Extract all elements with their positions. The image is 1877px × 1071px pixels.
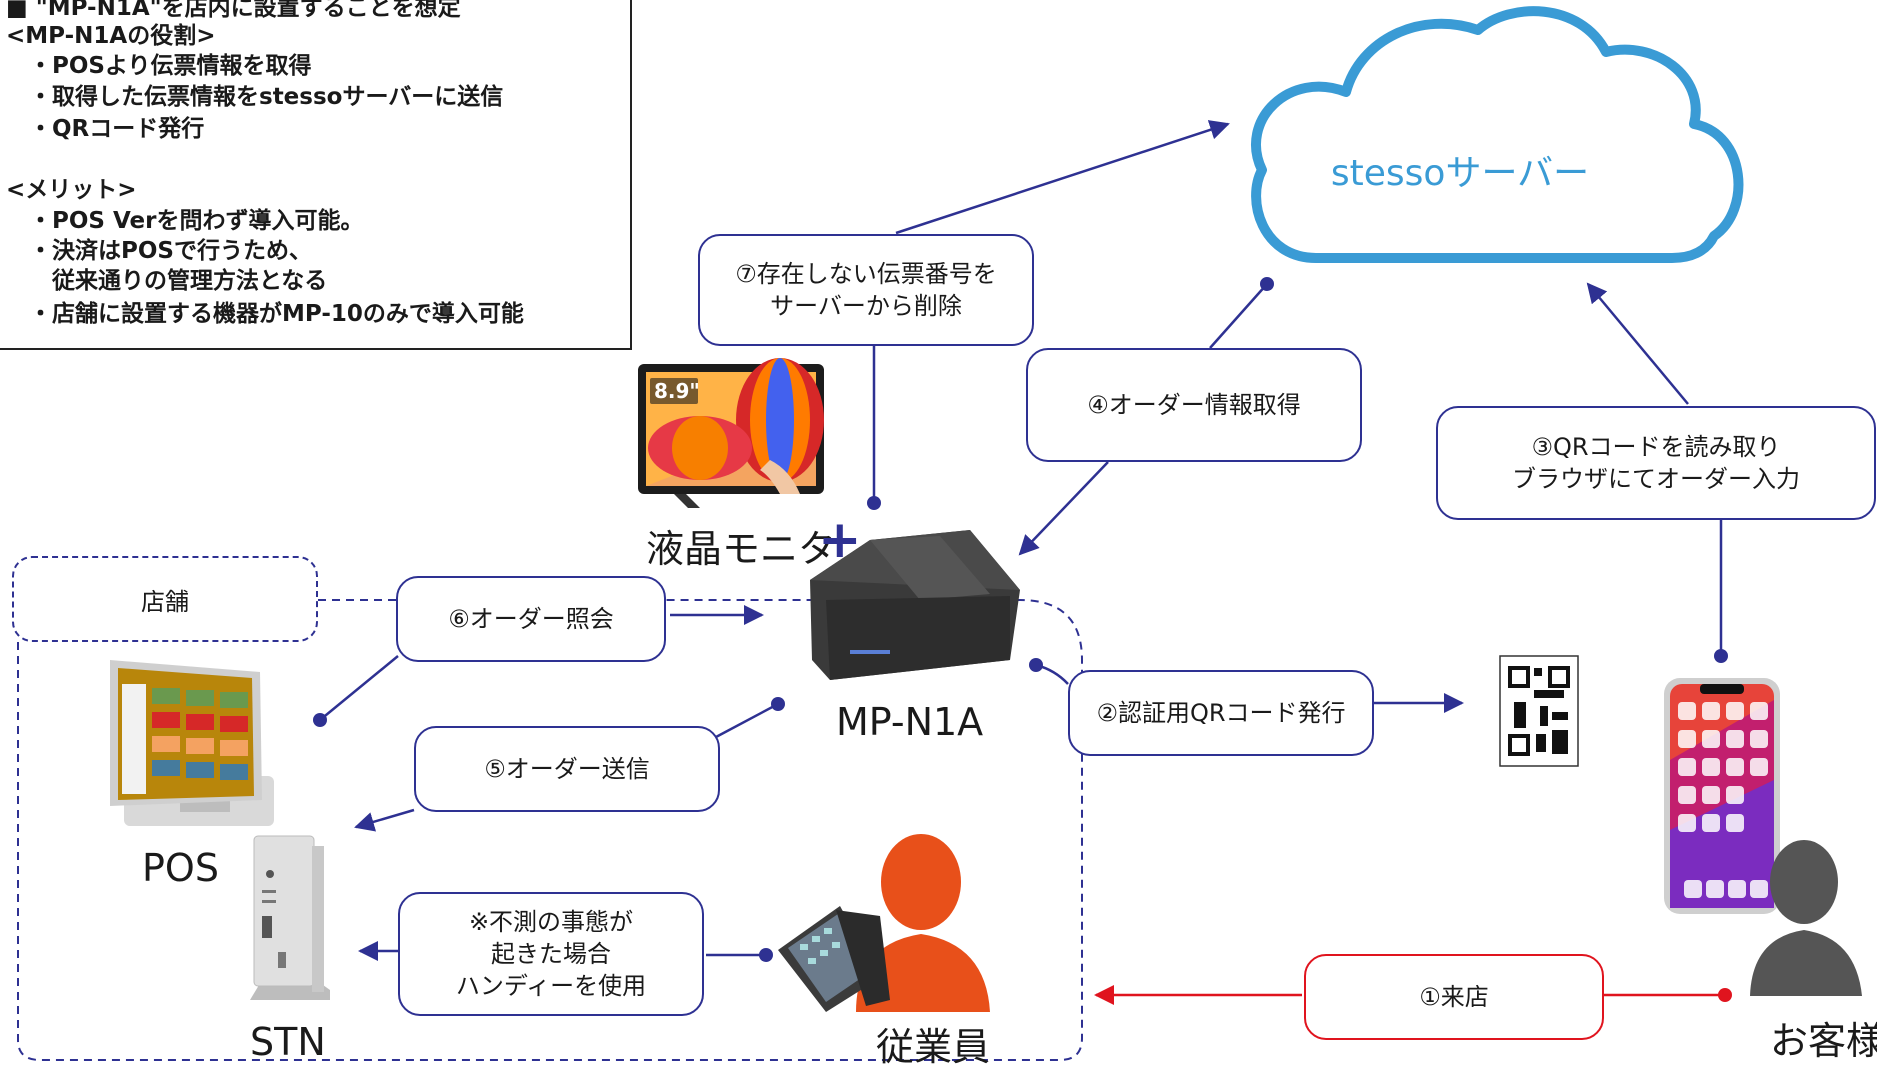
note-read-qr: ③QRコードを読み取り ブラウザにてオーダー入力 — [1436, 406, 1876, 520]
plus-icon: + — [818, 510, 862, 570]
dot-mpn1a-2 — [771, 697, 785, 711]
stn-server-image — [250, 835, 330, 1000]
label-staff: 従業員 — [876, 1025, 991, 1069]
store-area-border — [17, 599, 1083, 1061]
note-send-order: ⑤オーダー送信 — [414, 726, 720, 812]
info-box: ■ "MP-N1A"を店内に設置することを想定 <MP-N1Aの役割> ・POS… — [0, 0, 632, 350]
label-lcd-monitor: 液晶モニタ — [646, 527, 837, 571]
info-line: ・POS Verを問わず導入可能。 — [6, 208, 364, 234]
qr-code-image — [1499, 655, 1579, 767]
visit-connector — [1094, 985, 1732, 1005]
dot-monitor — [867, 496, 881, 510]
note-visit: ①来店 — [1304, 954, 1604, 1040]
info-line: ■ "MP-N1A"を店内に設置することを想定 — [6, 0, 461, 21]
mp-n1a-device-image — [810, 530, 1020, 680]
dot-cloud — [1260, 277, 1274, 291]
store-label: 店舗 — [141, 587, 189, 616]
line-pos-to-6 — [319, 655, 399, 721]
line-mpn1a-to-5 — [715, 702, 779, 739]
staff-person-icon — [856, 834, 990, 1012]
arrow-4-to-mpn1a — [1018, 461, 1109, 556]
handy-terminal-image — [778, 906, 890, 1012]
info-line: ・店舗に設置する機器がMP-10のみで導入可能 — [6, 301, 524, 327]
monitor-size-badge: 8.9" — [654, 379, 700, 403]
info-line: ・決済はPOSで行うため、 — [6, 238, 312, 264]
arrow-3-to-cloud — [1586, 282, 1689, 405]
dot-handy — [759, 948, 773, 962]
info-line: ・QRコード発行 — [6, 116, 205, 142]
cloud-label: stessoサーバー — [1330, 153, 1590, 194]
info-line: ・POSより伝票情報を取得 — [6, 53, 312, 79]
cloud-icon — [1251, 6, 1744, 263]
line-cloud-to-4 — [1209, 283, 1268, 349]
note-order-inquiry: ⑥オーダー照会 — [396, 576, 666, 662]
info-line: <メリット> — [6, 177, 137, 203]
dot-mpn1a — [1029, 658, 1043, 672]
note-use-handy: ※不測の事態が 起きた場合 ハンディーを使用 — [398, 892, 704, 1016]
note-get-order: ④オーダー情報取得 — [1026, 348, 1362, 462]
dot-phone — [1714, 649, 1728, 663]
note-delete-slip: ⑦存在しない伝票番号を サーバーから削除 — [698, 234, 1034, 346]
dot-customer — [1718, 988, 1732, 1002]
info-line: <MP-N1Aの役割> — [6, 23, 216, 49]
lcd-monitor-image: 8.9" — [638, 358, 824, 508]
arrow-7-to-cloud — [895, 120, 1230, 235]
arrow-5-to-stn — [354, 808, 415, 832]
info-line: ・取得した伝票情報をstessoサーバーに送信 — [6, 84, 504, 110]
label-customer: お客様 — [1770, 1019, 1877, 1063]
label-stn: STN — [250, 1020, 326, 1064]
smartphone-image — [1664, 678, 1780, 914]
connectors — [313, 120, 1728, 962]
store-label-box: 店舗 — [12, 556, 318, 642]
customer-person-icon — [1750, 840, 1862, 996]
note-issue-qr: ②認証用QRコード発行 — [1068, 670, 1374, 756]
info-line: 従来通りの管理方法となる — [6, 268, 328, 294]
pos-terminal-image — [110, 660, 274, 826]
label-pos: POS — [142, 846, 219, 890]
label-mp-n1a: MP-N1A — [836, 700, 984, 744]
dot-pos — [313, 713, 327, 727]
